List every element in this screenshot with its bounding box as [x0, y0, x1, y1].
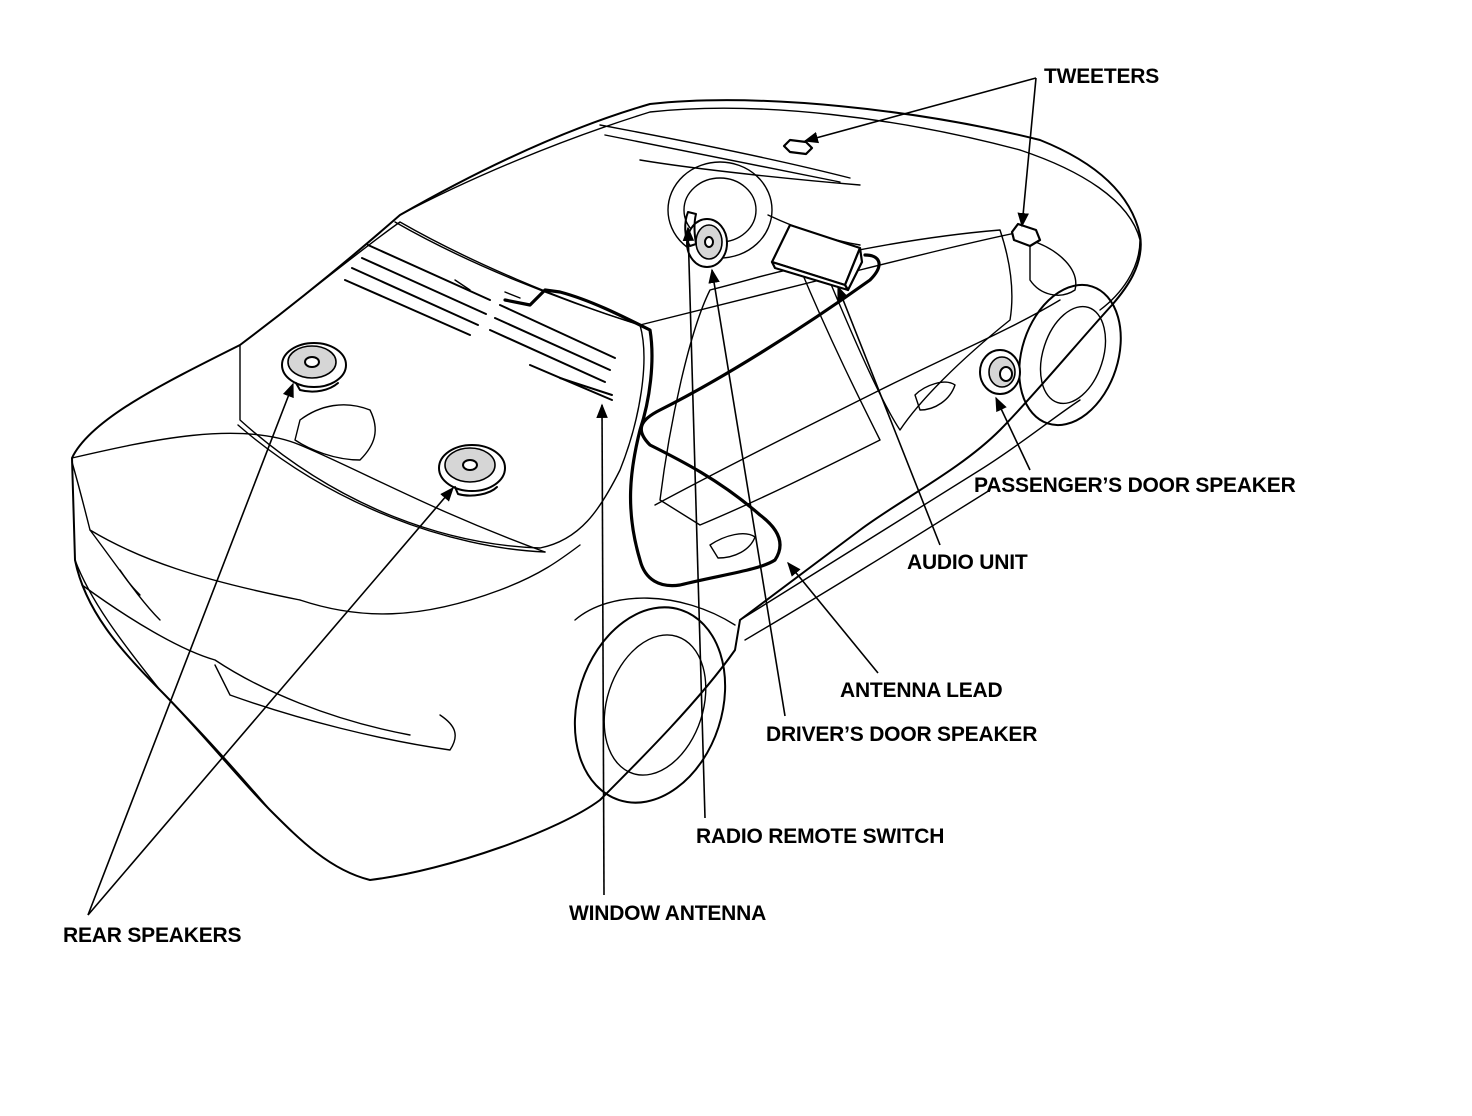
rear-bumper [74, 559, 371, 881]
label-rear-speakers: REAR SPEAKERS [63, 924, 241, 947]
tweeter-right [1010, 222, 1042, 248]
car-body-drawing [71, 99, 1142, 881]
label-audio-unit: AUDIO UNIT [907, 551, 1028, 574]
label-window-antenna: WINDOW ANTENNA [569, 902, 766, 925]
rear-window [239, 221, 645, 549]
license-plate-recess [294, 404, 376, 461]
label-drivers-door-speaker: DRIVER’S DOOR SPEAKER [766, 723, 1037, 746]
label-antenna-lead: ANTENNA LEAD [840, 679, 1003, 702]
rear-door-outline [659, 267, 881, 526]
tweeter-center [782, 138, 814, 156]
roof-line [399, 107, 1021, 216]
rear-wheel [573, 606, 727, 804]
label-passengers-door-speaker: PASSENGER’S DOOR SPEAKER [974, 474, 1296, 497]
label-radio-remote-switch: RADIO REMOTE SWITCH [696, 825, 944, 848]
label-tweeters: TWEETERS [1044, 65, 1159, 88]
leader-lines [87, 77, 1037, 916]
passengers-door-speaker [979, 349, 1021, 395]
window-antenna-grid [344, 244, 616, 401]
audio-unit [770, 223, 864, 292]
front-end [1019, 149, 1141, 311]
trunk-lid [71, 432, 546, 553]
radio-remote-switch [684, 211, 697, 247]
front-wheel [1018, 283, 1122, 427]
antenna-lead-cable [503, 253, 881, 588]
drivers-door-speaker [686, 218, 728, 268]
rear-speaker-right [438, 444, 506, 497]
rear-speaker-left [281, 342, 347, 393]
front-door-outline [819, 229, 1013, 431]
